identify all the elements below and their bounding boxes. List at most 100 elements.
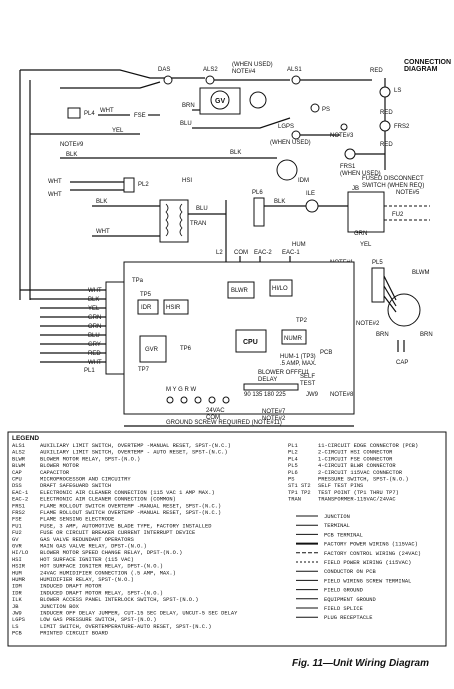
note9-label: NOTE#9 — [60, 142, 84, 148]
als1-label: ALS1 — [287, 67, 302, 73]
lgps-note-label: (WHEN USED) — [270, 140, 311, 146]
frs1-label: FRS1 — [340, 164, 356, 170]
numr-relay: NUMR — [281, 329, 307, 345]
als1-terminal — [291, 75, 301, 85]
legend-symbol-text: FACTORY POWER WIRING (115VAC) — [324, 542, 418, 548]
frs1-switch: FRS1 (WHEN USED) — [340, 148, 381, 177]
legend-code: FRS2 — [12, 510, 25, 516]
ground-screw-label: GROUND SCREW REQUIRED (NOTE#11) — [166, 420, 282, 426]
legend-code: JW9 — [12, 611, 22, 617]
tp2-label: TP2 — [296, 318, 308, 324]
legend-code: GV — [12, 537, 19, 543]
wire-gv-blu — [192, 117, 291, 129]
junction-box: JB — [347, 186, 385, 233]
legend-code: JB — [12, 604, 19, 610]
note4-pos-label: NOTE#2 — [356, 321, 380, 327]
blwm-label: BLWM — [412, 270, 430, 276]
gvr-relay: GVR — [139, 335, 167, 363]
tran-secondary — [179, 203, 183, 237]
blwr-relay: BLWR — [227, 281, 255, 299]
legend-code: EAC-1 — [12, 490, 28, 496]
legend-symbol-text: FIELD SPLICE — [324, 606, 363, 612]
legend-code: HSI — [12, 557, 22, 563]
legend-symbol-row: PLUG RECEPTACLE — [296, 615, 373, 621]
legend-symbol-row: FIELD WIRING SCREW TERMINAL — [296, 578, 411, 584]
pl1-wire-9: WHT — [88, 360, 102, 366]
frs2-terminal — [379, 120, 391, 132]
pl1-wire-8: RED — [88, 351, 101, 357]
hsir-label: HSIR — [166, 305, 181, 311]
legend-description: TRANSFORMER-115VAC/24VAC — [318, 497, 396, 503]
cap-label: CAP — [396, 360, 408, 366]
tran-label: TRAN — [190, 221, 206, 227]
numr-box — [281, 329, 307, 345]
tran-box — [159, 199, 189, 243]
legend-code: HUMR — [12, 577, 26, 583]
pl1-wire-3: YEL — [88, 306, 100, 312]
ls-switch: LS — [379, 86, 401, 98]
term-g — [194, 396, 202, 404]
cpu-block: CPU — [235, 329, 267, 353]
legend-code: ST1 ST2 — [288, 483, 311, 489]
legend-description: FLAME ROLLOUT SWITCH OVERTEMP -MANUAL RE… — [40, 510, 221, 516]
als2-label: ALS2 — [203, 67, 218, 73]
legend-description: LOW GAS PRESSURE SWITCH, SPST-(N.O.) — [40, 617, 156, 623]
cpu-label: CPU — [243, 339, 258, 346]
thermostat-letters: M Y G R W — [166, 387, 196, 393]
ilk-label: ILE — [306, 191, 315, 197]
legend-symbol-text: FIELD WIRING SCREW TERMINAL — [324, 578, 411, 584]
frs2-switch: FRS2 — [379, 120, 410, 132]
legend-symbol-text: FACTORY CONTROL WIRING (24VAC) — [324, 551, 421, 557]
pl2-box — [123, 177, 135, 193]
pl1-wire-7: GRY — [88, 342, 101, 348]
pl1-wire-5: ORN — [88, 324, 101, 330]
lgps-terminal — [291, 130, 301, 140]
legend-code: ALS2 — [12, 450, 25, 456]
tpa-label: TPa — [132, 278, 144, 284]
tp6-label: TP6 — [180, 346, 192, 352]
wire-label-grn-1: GRN — [354, 231, 367, 237]
legend-symbol-row: EQUIPMENT GROUND — [296, 597, 376, 603]
wire-label-red-2: RED — [380, 110, 393, 116]
gas-valve: GV — [199, 87, 267, 115]
legend-symbol-text: FIELD GROUND — [324, 588, 363, 594]
legend-description: FLAME SENSING ELECTRODE — [40, 517, 114, 523]
legend-description: FLAME ROLLOUT SWITCH OVERTEMP -MANUAL RE… — [40, 503, 221, 509]
legend-description: PRESSURE SWITCH, SPST-(N.O.) — [318, 477, 409, 483]
fu2-label: FU2 — [392, 212, 404, 218]
wire-label-blu-2: BLU — [196, 206, 208, 212]
gv-label: GV — [215, 98, 225, 105]
legend-code: TP1 TP2 — [288, 490, 311, 496]
legend-title: LEGEND — [12, 435, 39, 442]
legend-symbol-text: CONDUCTOR ON PCB — [324, 569, 377, 575]
legend-frame — [7, 431, 447, 647]
legend-symbol-text: PCB TERMINAL — [324, 532, 363, 538]
ilk-terminal — [305, 199, 319, 213]
legend-code: HI/LO — [12, 550, 28, 556]
legend-description: HOT SURFACE IGNITER RELAY, DPST-(N.O.) — [40, 564, 163, 570]
wire-label-wht-4: WHT — [96, 229, 110, 235]
tran-primary — [165, 203, 169, 237]
fu1-label: FU1 — [298, 370, 310, 376]
legend-symbol-text: FIELD POWER WIRING (115VAC) — [324, 560, 411, 566]
wire-label-red-3: RED — [380, 142, 393, 148]
wire-pl1-bundle — [20, 289, 106, 363]
wire-label-red-1: RED — [370, 68, 383, 74]
legend-description: DRAFT SAFEGUARD SWITCH — [40, 483, 111, 489]
cap-symbol — [397, 340, 405, 352]
legend-symbol-row: FACTORY POWER WIRING (115VAC) — [296, 542, 418, 548]
term-w — [222, 396, 230, 404]
pl6-box — [253, 197, 265, 227]
legend-code: FSE — [12, 517, 22, 523]
legend-code: GVR — [12, 544, 22, 550]
wire-grn — [60, 81, 161, 89]
legend-code: HSIR — [12, 564, 26, 570]
wire-label-brn-3: BRN — [420, 332, 433, 338]
